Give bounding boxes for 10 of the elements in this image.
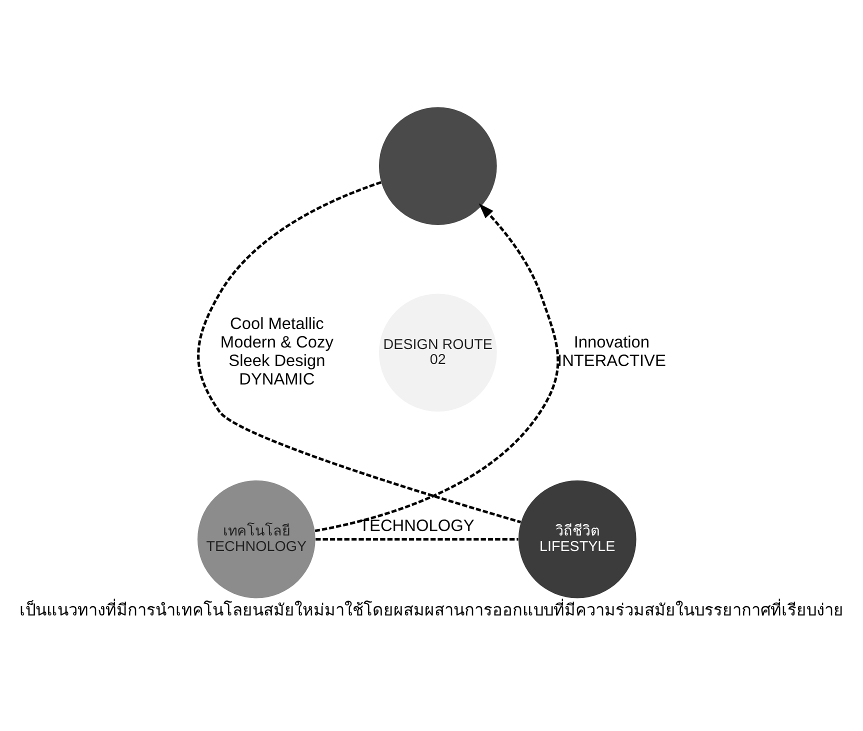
- connector: [316, 538, 518, 540]
- node-circle: [378, 106, 497, 225]
- arrow: [314, 202, 560, 532]
- edge-label: Innovation INTERACTIVE: [558, 332, 666, 370]
- connector: [197, 180, 522, 523]
- edge-label: TECHNOLOGY: [360, 516, 474, 534]
- node-circle: วิถีชีวิต LIFESTYLE: [518, 480, 636, 598]
- caption: เป็นแนวทางที่มีการนำเทคโนโลยนสมัยใหม่มาใช้โดยผสมผสานการออกแบบที่มีความร่วมสมัยในบรรยากาศที่เรียบง่าย: [20, 600, 844, 619]
- node-circle: เทคโนโลยี TECHNOLOGY: [197, 480, 316, 598]
- edge-label: Cool Metallic Modern & Cozy Sleek Design DYNAMIC: [220, 314, 334, 388]
